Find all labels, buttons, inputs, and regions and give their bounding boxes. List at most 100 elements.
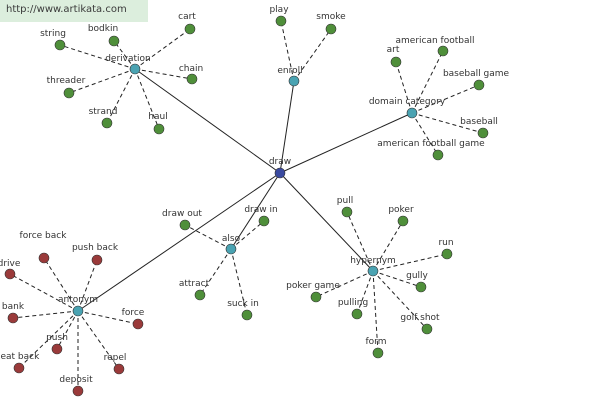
node-leaf-push[interactable] bbox=[51, 343, 63, 355]
node-leaf-art[interactable] bbox=[390, 56, 402, 68]
node-center-draw[interactable] bbox=[274, 167, 286, 179]
node-leaf-deposit[interactable] bbox=[72, 385, 84, 397]
edge-center-enroll bbox=[279, 80, 295, 174]
node-leaf-american_football[interactable] bbox=[437, 45, 449, 57]
label-leaf-push: push bbox=[46, 333, 68, 343]
node-leaf-attract[interactable] bbox=[194, 289, 206, 301]
graph-nodes bbox=[4, 15, 489, 397]
label-leaf-draw_out: draw out bbox=[162, 209, 202, 219]
edge-derivation-bodkin bbox=[113, 40, 136, 70]
edge-domain_category-art bbox=[395, 61, 413, 114]
node-leaf-play[interactable] bbox=[275, 15, 287, 27]
edge-also-suck_in bbox=[230, 248, 248, 316]
label-hub-derivation: derivation bbox=[105, 54, 151, 64]
node-leaf-gully[interactable] bbox=[415, 281, 427, 293]
edge-also-draw_out bbox=[184, 224, 232, 250]
node-leaf-drive[interactable] bbox=[4, 268, 16, 280]
label-leaf-bodkin: bodkin bbox=[88, 24, 118, 34]
edge-derivation-cart bbox=[134, 28, 191, 70]
node-leaf-bodkin[interactable] bbox=[108, 35, 120, 47]
node-leaf-suck_in[interactable] bbox=[241, 309, 253, 321]
label-leaf-force_back: force back bbox=[20, 231, 68, 241]
label-leaf-golf_shot: golf shot bbox=[400, 313, 440, 323]
node-leaf-force[interactable] bbox=[132, 318, 144, 330]
node-hub-domain_category[interactable] bbox=[406, 107, 418, 119]
edge-antonym-drive bbox=[9, 273, 79, 312]
label-leaf-threader: threader bbox=[47, 76, 86, 86]
label-leaf-bank: bank bbox=[2, 302, 25, 312]
node-leaf-force_back[interactable] bbox=[38, 252, 50, 264]
label-leaf-pull: pull bbox=[337, 196, 353, 206]
node-leaf-draw_out[interactable] bbox=[179, 219, 191, 231]
label-leaf-push_back: push back bbox=[72, 243, 119, 253]
node-leaf-pull[interactable] bbox=[341, 206, 353, 218]
node-leaf-cart[interactable] bbox=[184, 23, 196, 35]
node-hub-hypernym[interactable] bbox=[367, 265, 379, 277]
node-leaf-smoke[interactable] bbox=[325, 23, 337, 35]
label-hub-antonym: antonym bbox=[58, 295, 98, 305]
label-leaf-american_football_game: american football game bbox=[377, 139, 485, 149]
node-leaf-draw_in[interactable] bbox=[258, 215, 270, 227]
node-hub-also[interactable] bbox=[225, 243, 237, 255]
node-leaf-form[interactable] bbox=[372, 347, 384, 359]
label-leaf-form: form bbox=[366, 337, 387, 347]
node-hub-derivation[interactable] bbox=[129, 63, 141, 75]
label-leaf-suck_in: suck in bbox=[227, 299, 259, 309]
edge-antonym-force bbox=[77, 310, 139, 325]
edge-antonym-push_back bbox=[77, 259, 98, 312]
label-leaf-haul: haul bbox=[148, 112, 167, 122]
edge-hypernym-pulling bbox=[356, 270, 374, 315]
label-leaf-baseball_game: baseball game bbox=[443, 69, 510, 79]
node-leaf-push_back[interactable] bbox=[91, 254, 103, 266]
node-leaf-golf_shot[interactable] bbox=[421, 323, 433, 335]
label-leaf-poker: poker bbox=[388, 205, 414, 215]
node-leaf-threader[interactable] bbox=[63, 87, 75, 99]
label-center-draw: draw bbox=[269, 157, 291, 167]
node-leaf-repel[interactable] bbox=[113, 363, 125, 375]
edge-hypernym-gully bbox=[372, 270, 422, 288]
edge-antonym-push bbox=[56, 310, 79, 350]
label-leaf-beat_back: beat back bbox=[0, 352, 40, 362]
node-leaf-strand[interactable] bbox=[101, 117, 113, 129]
node-leaf-haul[interactable] bbox=[153, 123, 165, 135]
edge-domain_category-american_football bbox=[411, 50, 444, 114]
node-leaf-string[interactable] bbox=[54, 39, 66, 51]
edge-center-domain_category bbox=[279, 112, 413, 174]
label-leaf-attract: attract bbox=[179, 279, 210, 289]
edge-center-derivation bbox=[134, 68, 281, 174]
label-hub-domain_category: domain category bbox=[369, 97, 446, 107]
node-leaf-baseball[interactable] bbox=[477, 127, 489, 139]
node-leaf-bank[interactable] bbox=[7, 312, 19, 324]
node-leaf-run[interactable] bbox=[441, 248, 453, 260]
node-hub-antonym[interactable] bbox=[72, 305, 84, 317]
edge-hypernym-pull bbox=[346, 211, 374, 272]
edge-enroll-smoke bbox=[293, 28, 332, 82]
label-leaf-run: run bbox=[438, 238, 453, 248]
node-leaf-baseball_game[interactable] bbox=[473, 79, 485, 91]
edge-domain_category-american_football_game bbox=[411, 112, 439, 156]
edge-domain_category-baseball_game bbox=[411, 84, 480, 114]
edge-derivation-chain bbox=[134, 68, 193, 80]
node-leaf-chain[interactable] bbox=[186, 73, 198, 85]
node-leaf-poker_game[interactable] bbox=[310, 291, 322, 303]
edge-hypernym-golf_shot bbox=[372, 270, 428, 330]
label-leaf-smoke: smoke bbox=[316, 12, 346, 22]
label-leaf-play: play bbox=[269, 5, 289, 15]
node-leaf-american_football_game[interactable] bbox=[432, 149, 444, 161]
label-leaf-deposit: deposit bbox=[59, 375, 93, 385]
node-leaf-pulling[interactable] bbox=[351, 308, 363, 320]
edge-antonym-repel bbox=[77, 310, 120, 370]
node-leaf-beat_back[interactable] bbox=[13, 362, 25, 374]
edge-hypernym-poker_game bbox=[315, 270, 374, 298]
edge-domain_category-baseball bbox=[411, 112, 484, 134]
edge-center-also bbox=[230, 172, 281, 250]
edge-derivation-string bbox=[59, 44, 136, 70]
node-hub-enroll[interactable] bbox=[288, 75, 300, 87]
label-leaf-drive: drive bbox=[0, 259, 21, 269]
edge-antonym-bank bbox=[12, 310, 79, 319]
node-leaf-poker[interactable] bbox=[397, 215, 409, 227]
label-leaf-strand: strand bbox=[89, 107, 118, 117]
label-leaf-american_football: american football bbox=[396, 36, 475, 46]
label-leaf-pulling: pulling bbox=[338, 298, 368, 308]
graph-edges bbox=[9, 20, 484, 391]
